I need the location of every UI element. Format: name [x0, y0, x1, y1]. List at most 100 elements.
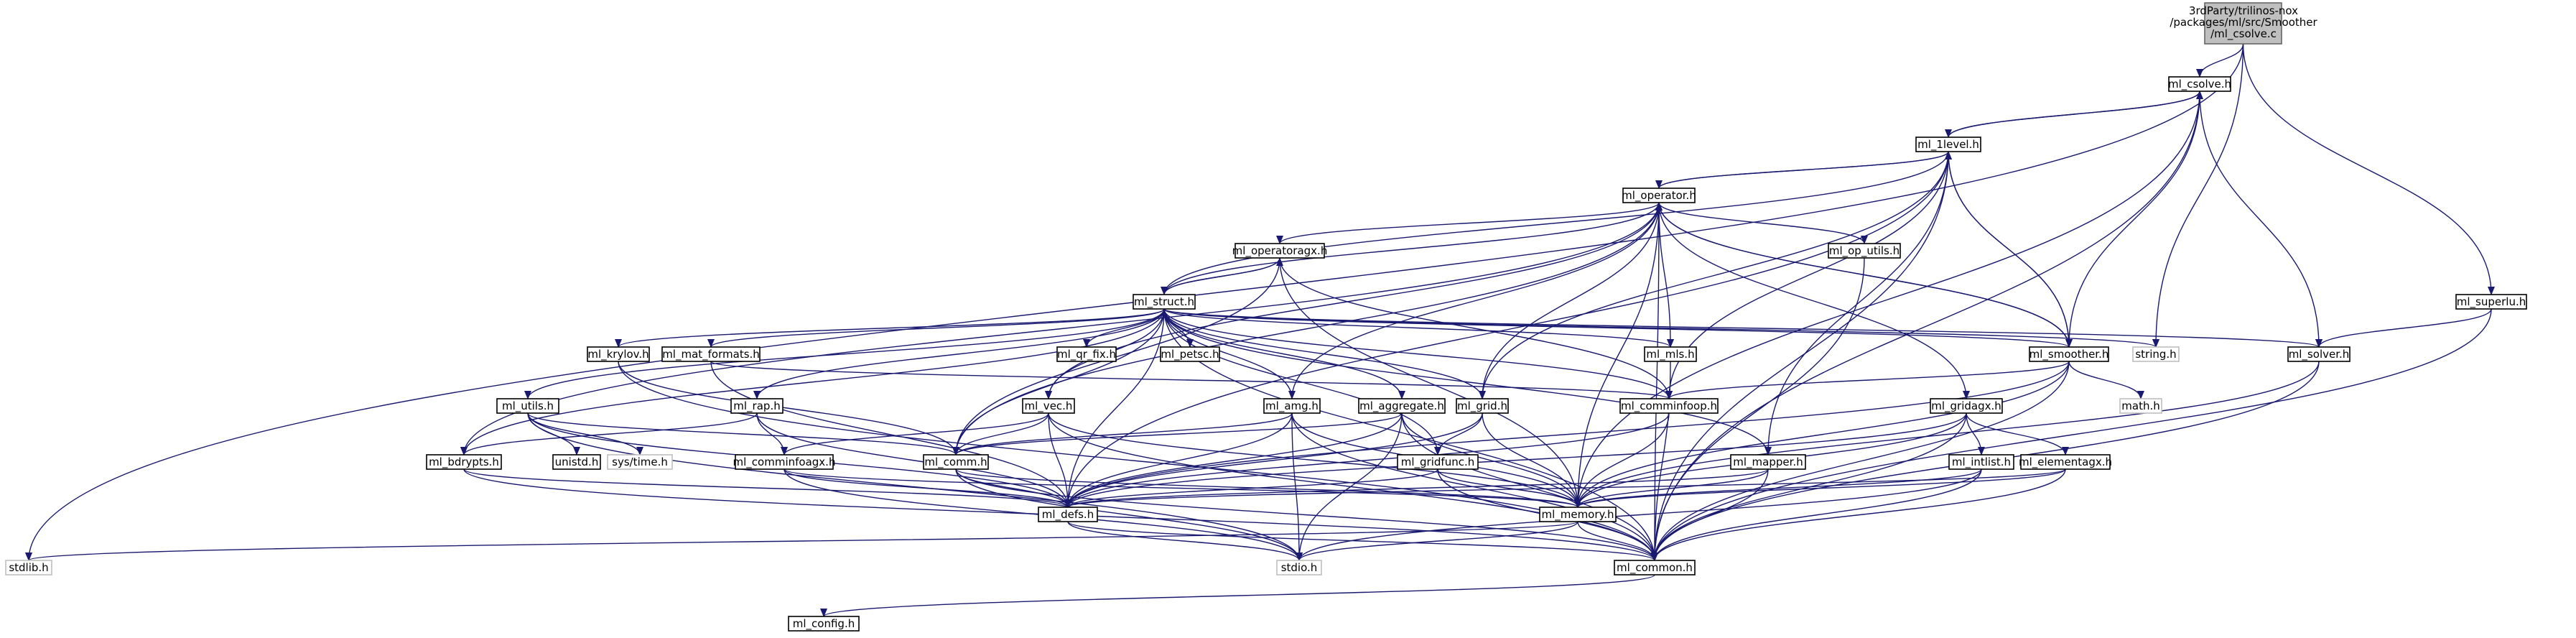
node-ml-op-utils-h[interactable]: ml_op_utils.h — [1828, 243, 1901, 259]
edge-ml_memory-to-stdlib — [25, 521, 1578, 561]
edge-ml_comm-to-ml_defs — [955, 468, 1071, 508]
node-label: math.h — [2121, 399, 2159, 412]
node-label: ml_op_utils.h — [1829, 244, 1900, 258]
node-label: ml_elementagx.h — [2019, 456, 2112, 469]
edge-ml_struct-to-ml_operatoragx — [1163, 257, 1283, 295]
edge-ml_struct-to-ml_bdrypts — [460, 308, 1165, 456]
node-ml-amg-h[interactable]: ml_amg.h — [1263, 398, 1321, 414]
edge-ml_struct-to-ml_comm — [952, 308, 1165, 456]
node-ml-elementagx-h[interactable]: ml_elementagx.h — [2019, 454, 2112, 470]
node-ml-gridagx-h[interactable]: ml_gridagx.h — [1930, 398, 2003, 414]
edge-ml_vec-to-ml_defs — [1048, 412, 1071, 508]
edge-ml_elementagx-to-ml_memory — [1574, 468, 2066, 508]
node-label: ml_bdrypts.h — [429, 456, 499, 469]
node-ml-aggregate-h[interactable]: ml_aggregate.h — [1358, 398, 1446, 414]
edge-ml_smoother-to-ml_memory — [1574, 361, 2070, 508]
edge-ml_smoother-to-ml_1level — [1945, 151, 2070, 348]
edge-ml_rap-to-ml_defs — [756, 412, 1071, 508]
node-ml-superlu-h[interactable]: ml_superlu.h — [2455, 294, 2527, 310]
node-ml-bdrypts-h[interactable]: ml_bdrypts.h — [426, 454, 502, 470]
edge-ml_struct-to-ml_krylov — [615, 308, 1165, 348]
edge-ml_elementagx-to-ml_defs — [1064, 468, 2066, 508]
node-ml-defs-h[interactable]: ml_defs.h — [1038, 507, 1098, 522]
edge-ml_intlist-to-ml_common — [1651, 468, 1982, 561]
node-ml-csolve-h[interactable]: ml_csolve.h — [2168, 76, 2231, 92]
node-string-h[interactable]: string.h — [2132, 346, 2180, 362]
node-ml-operator-h[interactable]: ml_operator.h — [1622, 188, 1696, 203]
node-label: ml_defs.h — [1042, 508, 1094, 522]
node-ml-qr-fix-h[interactable]: ml_qr_fix.h — [1056, 346, 1117, 362]
node-ml-vec-h[interactable]: ml_vec.h — [1022, 398, 1075, 414]
edge-ml_comm-to-ml_memory — [955, 468, 1581, 508]
edge-ml_smoother-to-ml_csolve — [2068, 91, 2203, 348]
edge-ml_struct-to-ml_smoother — [1163, 308, 2073, 348]
node-sys-time-h[interactable]: sys/time.h — [607, 454, 673, 470]
edge-ml_utils-to-ml_comm — [527, 412, 959, 456]
edge-root-to-string — [2152, 43, 2244, 348]
root-line-1: 3rdParty/trilinos-nox — [2189, 4, 2298, 17]
node-label: ml_csolve.h — [2168, 78, 2231, 91]
file-nodes: 3rdParty/trilinos-nox /packages/ml/src/S… — [5, 2, 2527, 632]
edge-ml_aggregate-to-ml_common — [1401, 412, 1658, 561]
node-ml-1level-h[interactable]: ml_1level.h — [1915, 137, 1981, 152]
node-label: ml_operator.h — [1622, 189, 1696, 203]
edge-ml_1level-to-ml_comminfoop — [1665, 151, 1949, 399]
node-ml-mls-h[interactable]: ml_mls.h — [1644, 346, 1697, 362]
node-label: ml_operatoragx.h — [1232, 244, 1328, 258]
node-ml-comm-h[interactable]: ml_comm.h — [923, 454, 989, 470]
node-ml-petsc-h[interactable]: ml_petsc.h — [1160, 346, 1220, 362]
node-ml-mat-formats-h[interactable]: ml_mat_formats.h — [661, 346, 761, 362]
node-ml-common-h[interactable]: ml_common.h — [1614, 560, 1696, 575]
edge-ml_struct-to-ml_defs — [1064, 308, 1165, 508]
node-ml-krylov-h[interactable]: ml_krylov.h — [587, 346, 650, 362]
node-ml-mapper-h[interactable]: ml_mapper.h — [1730, 454, 1806, 470]
edge-ml_aggregate-to-ml_defs — [1064, 412, 1403, 508]
edge-ml_aggregate-to-stdio — [1296, 412, 1403, 561]
edge-ml_gridfunc-to-ml_memory — [1437, 468, 1581, 508]
node-ml-solver-h[interactable]: ml_solver.h — [2287, 346, 2351, 362]
edge-ml_defs-to-stdio — [1067, 521, 1303, 561]
edge-ml_1level-to-ml_defs — [1064, 151, 1949, 508]
node-ml-comminfoagx-h[interactable]: ml_comminfoagx.h — [733, 454, 836, 470]
node-ml-gridfunc-h[interactable]: ml_gridfunc.h — [1397, 454, 1479, 470]
node-ml-memory-h[interactable]: ml_memory.h — [1539, 507, 1617, 522]
edge-ml_bdrypts-to-ml_defs — [463, 468, 1071, 508]
node-stdio-h[interactable]: stdio.h — [1276, 560, 1322, 575]
node-ml-operatoragx-h[interactable]: ml_operatoragx.h — [1232, 243, 1328, 259]
edge-ml_utils-to-stdio — [527, 412, 1303, 561]
node-ml-config-h[interactable]: ml_config.h — [788, 616, 860, 632]
node-math-h[interactable]: math.h — [2119, 398, 2162, 414]
node-label: ml_gridfunc.h — [1401, 456, 1474, 469]
edge-ml_operatoragx-to-ml_comminfoop — [1279, 257, 1673, 399]
edge-ml_aggregate-to-ml_comm — [952, 412, 1403, 456]
edge-ml_gridagx-to-ml_defs — [1064, 412, 1967, 508]
node-label: ml_superlu.h — [2457, 295, 2526, 309]
root-line-3: /ml_csolve.c — [2210, 27, 2277, 41]
edge-ml_csolve-to-ml_memory — [1574, 91, 2200, 508]
node-label: string.h — [2135, 348, 2176, 361]
node-unistd-h[interactable]: unistd.h — [552, 454, 601, 470]
node-ml-utils-h[interactable]: ml_utils.h — [496, 398, 559, 414]
edge-ml_amg-to-stdio — [1291, 412, 1303, 561]
node-label: ml_utils.h — [502, 399, 554, 413]
node-ml-struct-h[interactable]: ml_struct.h — [1133, 294, 1196, 310]
edge-ml_struct-to-ml_1level — [1163, 151, 1952, 295]
edge-ml_csolve-to-ml_solver — [2199, 91, 2322, 348]
node-label: ml_gridagx.h — [1931, 399, 2001, 413]
node-label: ml_struct.h — [1134, 295, 1194, 309]
edge-ml_defs-to-ml_common — [1067, 521, 1658, 561]
node-ml-grid-h[interactable]: ml_grid.h — [1456, 398, 1509, 414]
edge-ml_operator-to-ml_op_utils — [1658, 202, 1868, 244]
edge-ml_solver-to-ml_memory — [1574, 361, 2320, 508]
node-label: ml_common.h — [1617, 561, 1693, 575]
root-line-2: /packages/ml/src/Smoother — [2170, 16, 2317, 29]
node-root-ml-csolve-c[interactable]: 3rdParty/trilinos-nox /packages/ml/src/S… — [2170, 2, 2317, 45]
node-stdlib-h[interactable]: stdlib.h — [5, 560, 52, 575]
node-ml-smoother-h[interactable]: ml_smoother.h — [2029, 346, 2109, 362]
node-ml-comminfoop-h[interactable]: ml_comminfoop.h — [1619, 398, 1719, 414]
node-ml-rap-h[interactable]: ml_rap.h — [730, 398, 784, 414]
edge-ml_mat_formats-to-ml_comminfoop — [710, 361, 1673, 399]
node-label: ml_krylov.h — [587, 348, 648, 361]
node-ml-intlist-h[interactable]: ml_intlist.h — [1948, 454, 2014, 470]
edge-ml_gridagx-to-ml_elementagx — [1966, 412, 2069, 456]
